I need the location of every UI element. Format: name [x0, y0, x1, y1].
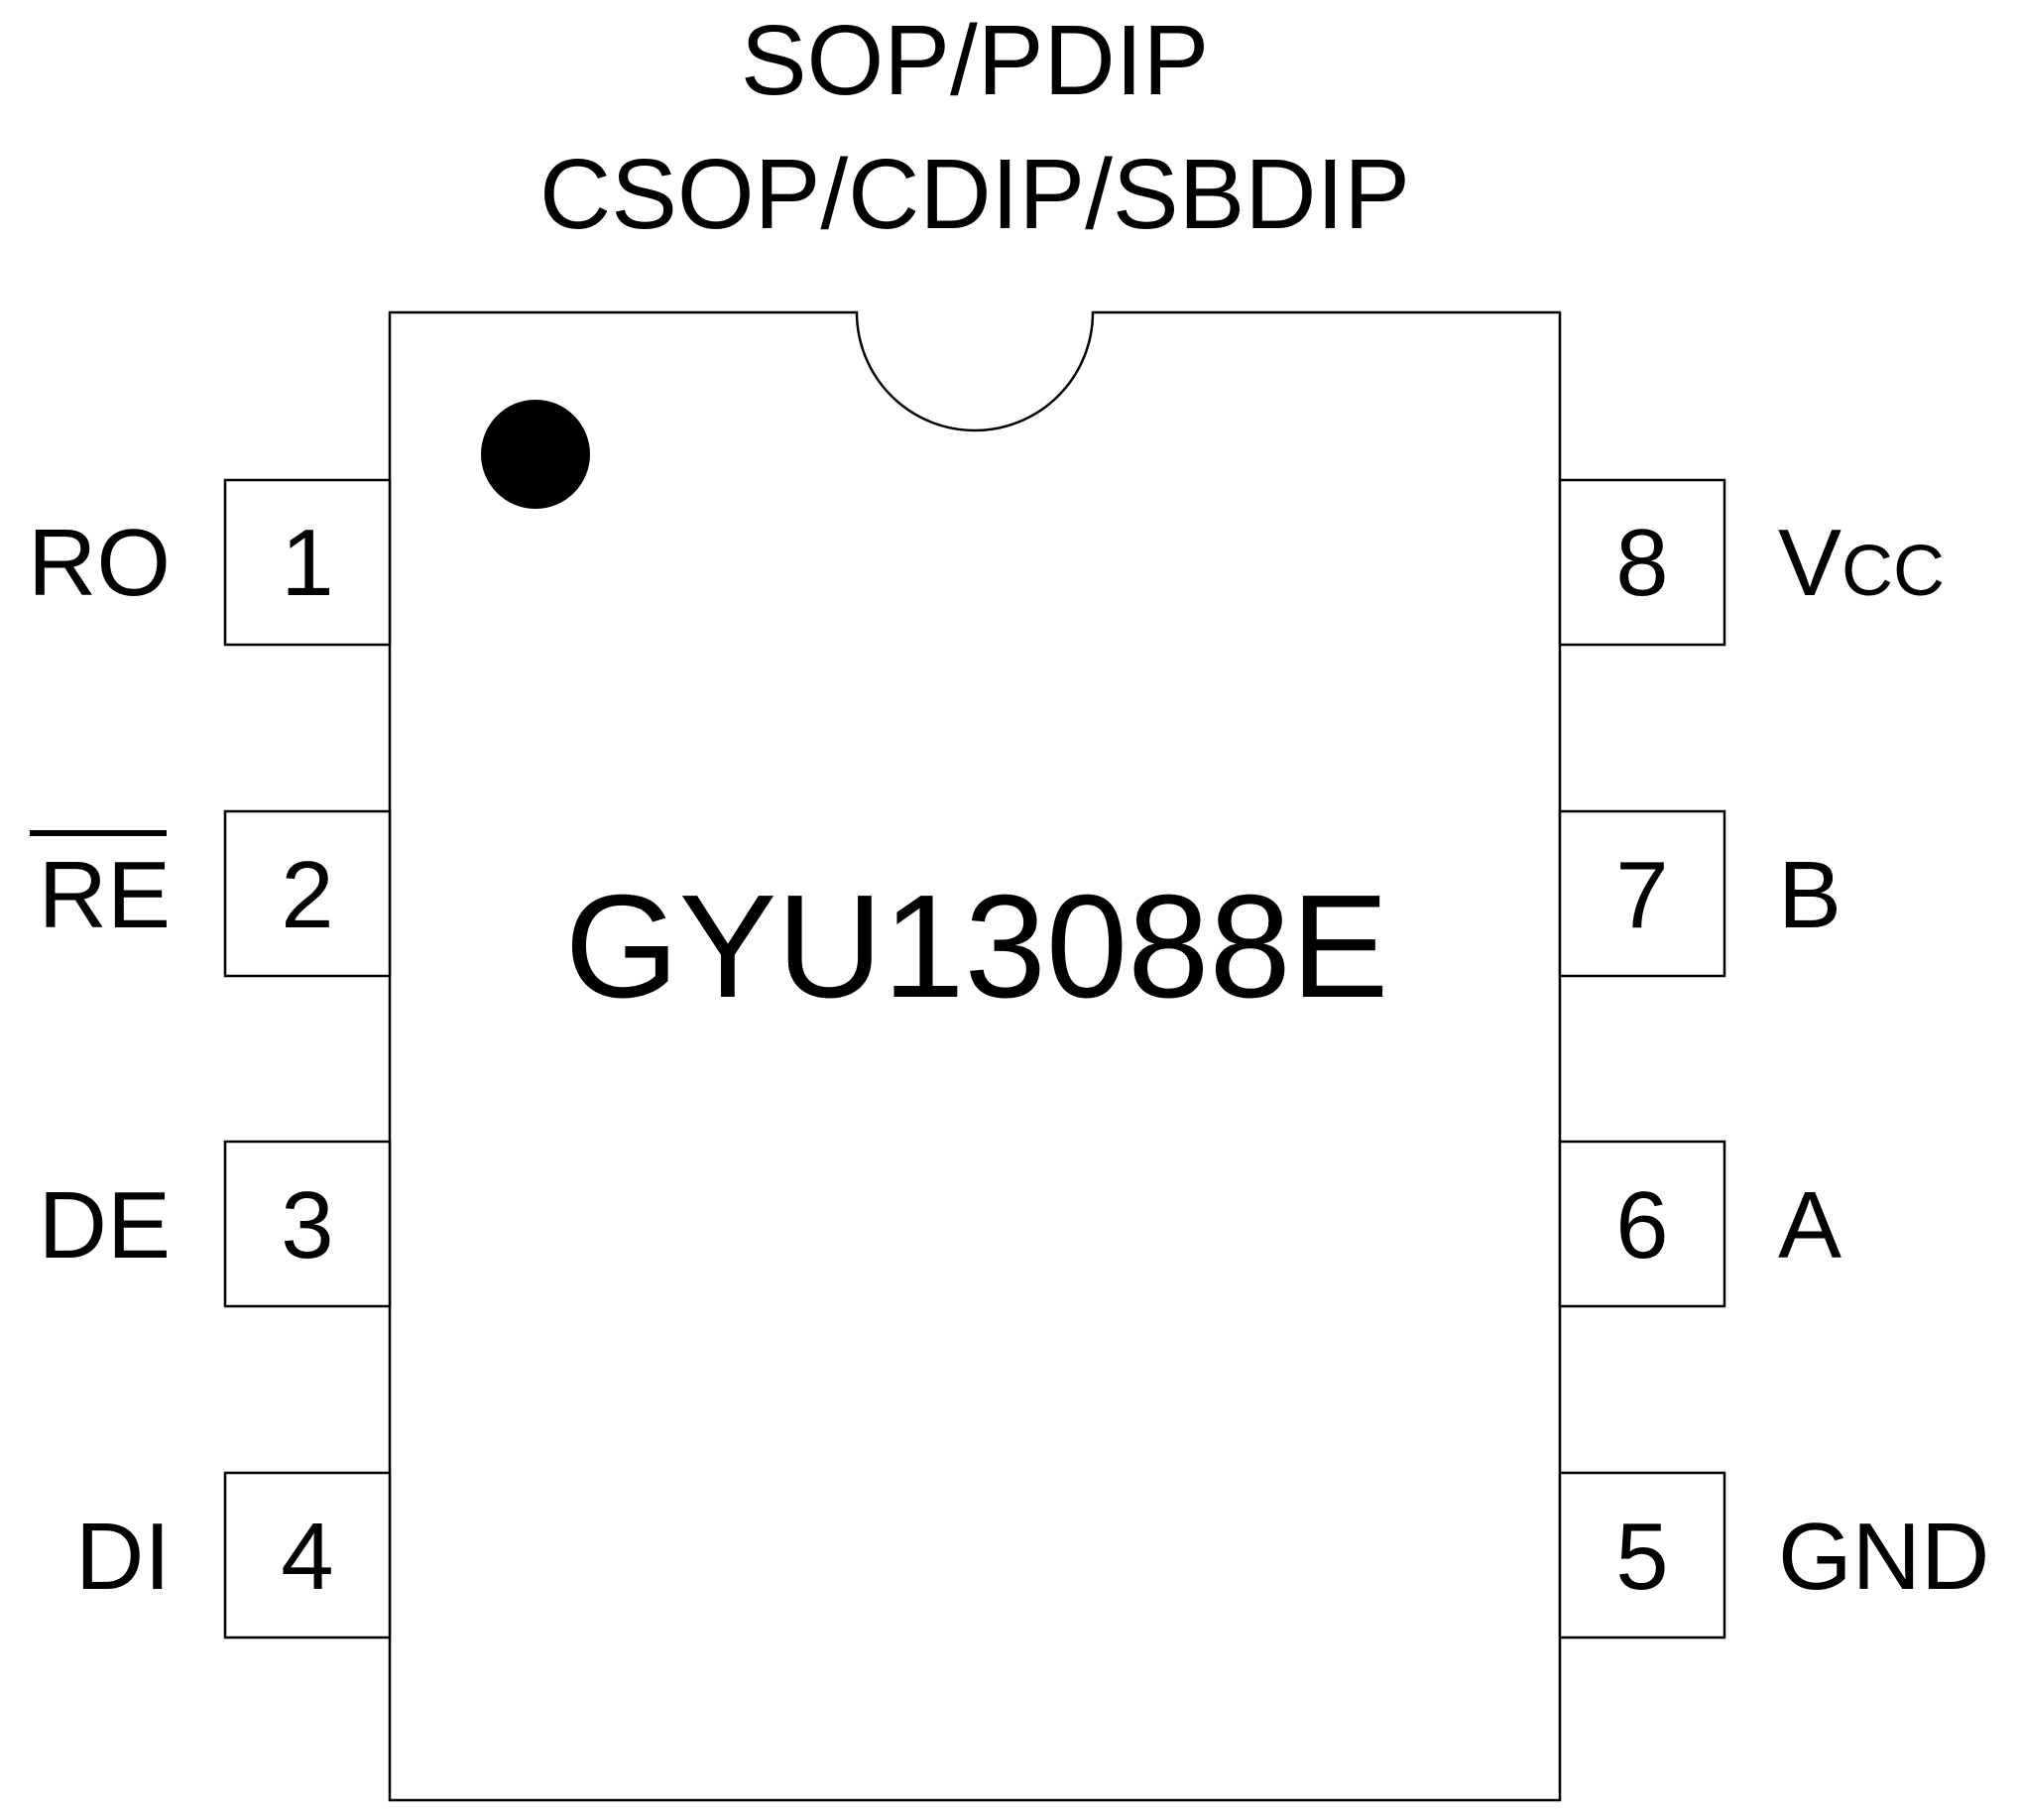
chip-name: GYU13088E — [565, 865, 1389, 1029]
pin-4-box — [223, 1471, 392, 1639]
pin-8-number: 8 — [1615, 510, 1668, 616]
pin-3-label: DE — [39, 1172, 171, 1278]
pin-7-number: 7 — [1615, 842, 1668, 948]
pin-6-number: 6 — [1615, 1172, 1668, 1278]
pin-6: 6 A — [1558, 1140, 1841, 1308]
pin-5: 5 GND — [1558, 1471, 1989, 1639]
pin-1-box — [223, 478, 392, 647]
pin-2-box — [223, 809, 392, 978]
pin-6-box — [1558, 1140, 1726, 1308]
pin-6-label: A — [1778, 1172, 1841, 1278]
chip-body — [388, 310, 1562, 1802]
pin-8-label: VCC — [1778, 510, 1945, 616]
package-title-line2: CSOP/CDIP/SBDIP — [539, 139, 1410, 250]
pin-7-label: B — [1778, 842, 1841, 948]
pin-2: 2 RE — [30, 809, 392, 978]
pin1-marker-dot — [481, 400, 590, 509]
package-title-line1: SOP/PDIP — [741, 5, 1209, 116]
pin-7-box — [1558, 809, 1726, 978]
pin-8-label-sub: CC — [1841, 532, 1945, 611]
pin-5-label: GND — [1778, 1504, 1989, 1610]
pin-4-number: 4 — [281, 1504, 333, 1610]
pin-5-number: 5 — [1615, 1504, 1668, 1610]
pin-4-label: DI — [75, 1504, 171, 1610]
pin-8: 8 VCC — [1558, 478, 1945, 647]
pin-3-number: 3 — [281, 1172, 333, 1278]
pin-5-box — [1558, 1471, 1726, 1639]
pin-8-label-main: V — [1778, 510, 1841, 616]
pin-1-label: RO — [28, 510, 171, 616]
pin-2-label: RE — [39, 842, 171, 948]
pin-7: 7 B — [1558, 809, 1841, 978]
pin-3-box — [223, 1140, 392, 1308]
pin-4: 4 DI — [75, 1471, 392, 1639]
pin-2-number: 2 — [281, 842, 333, 948]
pin-1-number: 1 — [281, 510, 333, 616]
pin-3: 3 DE — [39, 1140, 392, 1308]
pin-1: 1 RO — [28, 478, 392, 647]
pin-8-box — [1558, 478, 1726, 647]
